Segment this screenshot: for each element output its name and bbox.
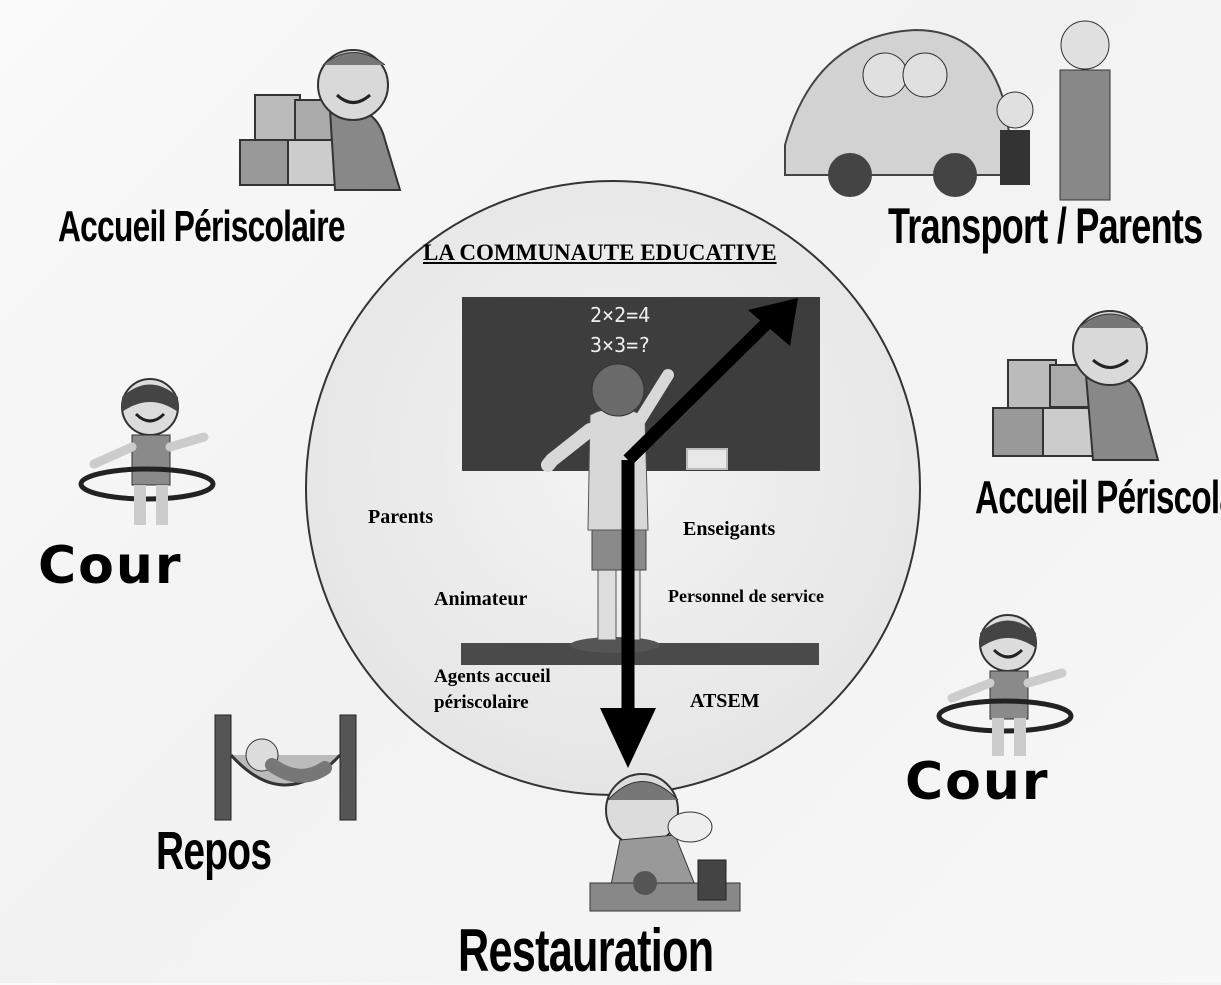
role-parents: Parents [368,506,434,528]
diagram-title: LA COMMUNAUTE EDUCATIVE [423,240,777,265]
label-accueil-left: Accueil Périscolaire [58,202,345,251]
label-repos: Repos [156,821,272,881]
girl-hula-hoop-icon [78,378,216,525]
classroom-floor [461,643,819,665]
child-with-blocks-icon-right [992,310,1160,461]
chalk-equation-1: 2×2=4 [590,303,651,327]
chalk-equation-2: 3×3=? [590,333,651,357]
child-with-blocks-icon [239,49,402,191]
label-cour-left: Cour [38,536,183,596]
family-car-icon [784,20,1111,201]
label-cour-right: Cour [905,752,1050,812]
child-eating-icon [589,773,741,912]
role-animateur: Animateur [434,588,528,610]
role-agents-line2: périscolaire [434,692,529,713]
child-hammock-icon [214,714,357,821]
role-enseigants: Enseigants [683,518,776,540]
role-atsem: ATSEM [690,690,760,712]
role-agents-line1: Agents accueil [434,666,551,687]
girl-hula-hoop-icon-right [936,614,1074,756]
label-accueil-right: Accueil Périscolaire [975,471,1221,523]
role-personnel-service: Personnel de service [668,586,824,606]
chalk-eraser-icon [686,448,728,470]
label-transport-parents: Transport / Parents [888,198,1203,254]
label-restauration: Restauration [458,917,714,984]
